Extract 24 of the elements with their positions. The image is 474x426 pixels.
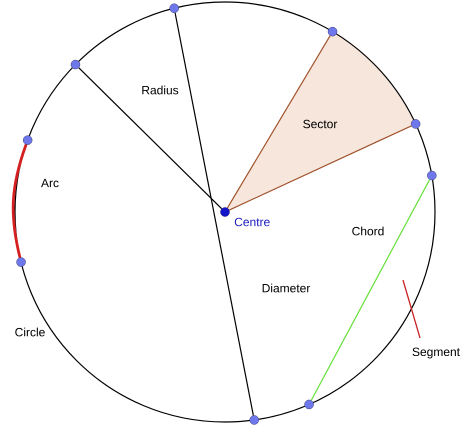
point-dot bbox=[170, 4, 179, 13]
point-dot bbox=[328, 26, 338, 36]
point-dot bbox=[250, 415, 259, 425]
point-dot bbox=[22, 135, 32, 145]
edge-label: Radius bbox=[142, 86, 178, 94]
point-dot bbox=[16, 257, 26, 267]
point-dot bbox=[410, 119, 420, 129]
part-label: Circle bbox=[15, 328, 45, 336]
edge-label: Arc bbox=[41, 178, 59, 188]
point-label: Centre bbox=[234, 218, 270, 226]
line bbox=[78, 67, 222, 210]
arc-line bbox=[12, 144, 28, 258]
part-label: Segment bbox=[412, 348, 460, 358]
point-dot bbox=[427, 170, 437, 180]
point-dot bbox=[70, 60, 80, 70]
line bbox=[310, 179, 430, 401]
centre-dot bbox=[220, 207, 230, 217]
part-label: Sector bbox=[303, 120, 338, 128]
edge-label: Chord bbox=[352, 226, 384, 236]
edge-label: Diameter bbox=[262, 284, 310, 292]
line bbox=[226, 35, 331, 208]
line bbox=[229, 125, 412, 211]
line bbox=[174, 12, 254, 416]
point-dot bbox=[304, 400, 314, 410]
